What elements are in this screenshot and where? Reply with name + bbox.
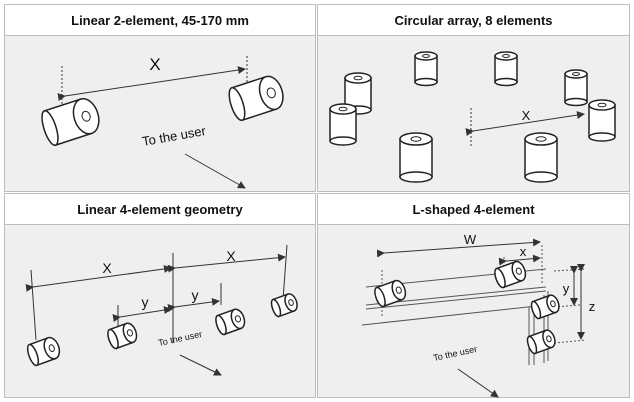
mic-element — [399, 132, 433, 183]
dimension-arrow-x — [57, 66, 246, 101]
panel-linear-4-element: Linear 4-element geometry X X — [4, 193, 316, 398]
panel-header: Linear 2-element, 45-170 mm — [5, 5, 315, 36]
panel-illustration: X X y y — [5, 225, 315, 397]
label-x: X — [149, 55, 160, 74]
panel-title: Circular array, 8 elements — [394, 12, 553, 28]
label-w: W — [464, 232, 477, 247]
panel-circular-array: Circular array, 8 elements — [317, 4, 630, 192]
extension-line — [553, 339, 587, 344]
panel-title: Linear 4-element geometry — [77, 201, 243, 217]
mic-element — [228, 75, 284, 122]
label-y: y — [142, 294, 149, 310]
mic-element — [494, 260, 527, 289]
panel-l-shaped-4-element: L-shaped 4-element — [317, 193, 630, 398]
user-direction-arrow — [184, 153, 246, 189]
label-x: X — [226, 248, 236, 264]
mic-element — [564, 69, 588, 107]
linear-2-element-svg: X To the user — [41, 55, 284, 189]
label-y: y — [192, 287, 199, 303]
panel-title: Linear 2-element, 45-170 mm — [71, 12, 249, 28]
label-to-the-user: To the user — [432, 344, 478, 363]
dimension-arrow-y — [167, 297, 220, 312]
boom-line — [361, 304, 547, 326]
panel-header: Circular array, 8 elements — [318, 5, 629, 36]
mic-element — [526, 329, 556, 355]
mic-element — [414, 51, 438, 87]
label-y: y — [563, 281, 570, 296]
label-to-the-user: To the user — [141, 123, 208, 149]
linear-4-element-svg: X X y y — [25, 244, 298, 376]
mic-element — [107, 322, 138, 350]
mic-element — [588, 99, 616, 142]
mic-element — [270, 293, 298, 318]
extension-line — [553, 268, 587, 272]
dimension-arrow-x — [465, 111, 585, 137]
mic-element — [530, 294, 560, 320]
l-shaped-4-element-svg: W x y z — [361, 232, 596, 398]
dimension-arrow-x — [167, 253, 286, 273]
label-to-the-user: To the user — [157, 329, 203, 348]
boom-line — [365, 290, 547, 310]
label-x: x — [520, 244, 527, 259]
mic-element — [41, 97, 100, 147]
mic-element — [374, 279, 407, 308]
panel-title: L-shaped 4-element — [412, 201, 535, 217]
mic-element — [329, 103, 357, 146]
mic-element — [26, 336, 61, 367]
dimension-arrow-x — [498, 254, 541, 266]
mic-element — [524, 132, 558, 183]
dimension-arrow-w — [376, 238, 541, 258]
mic-element — [215, 308, 246, 336]
label-x: X — [522, 108, 531, 123]
panel-header: L-shaped 4-element — [318, 194, 629, 225]
mic-element — [494, 51, 518, 87]
extension-line — [30, 269, 37, 341]
label-x: X — [102, 260, 112, 276]
dimension-arrow-y — [112, 306, 172, 323]
panel-linear-2-element: Linear 2-element, 45-170 mm X — [4, 4, 316, 192]
user-direction-arrow — [179, 354, 222, 376]
panel-illustration: X — [318, 36, 629, 191]
label-z: z — [589, 299, 596, 314]
circular-array-svg: X — [329, 51, 616, 183]
extension-line — [282, 244, 288, 301]
user-direction-arrow — [457, 368, 499, 398]
panel-illustration: W x y z — [318, 225, 629, 398]
panel-illustration: X To the user — [5, 36, 315, 191]
dimension-arrow-x — [25, 264, 172, 292]
panel-header: Linear 4-element geometry — [5, 194, 315, 225]
